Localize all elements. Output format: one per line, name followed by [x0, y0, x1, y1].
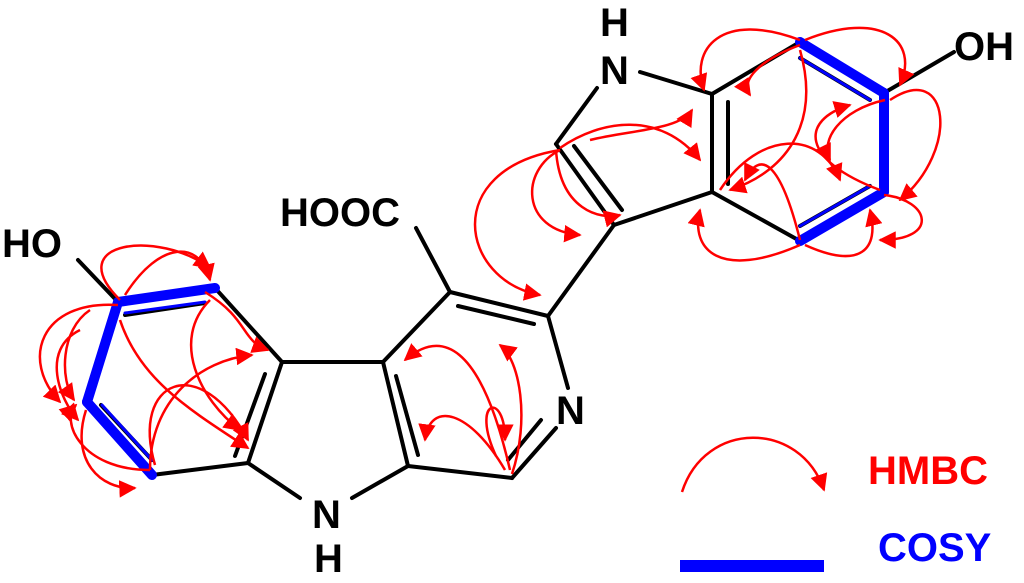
- hmbc-legend-label: HMBC: [868, 449, 988, 493]
- n-indole-label: N: [600, 49, 629, 93]
- ho-left-label: HO: [2, 222, 62, 266]
- h-bottom-label: H: [314, 537, 343, 581]
- hmbc-legend-arrow: [680, 436, 828, 493]
- cosy-legend-label: COSY: [878, 526, 992, 570]
- cosy-correlations: [82, 37, 889, 480]
- cooh-label: HOOC: [280, 191, 400, 235]
- h-indole-label: H: [600, 1, 629, 45]
- n-pyridine-label: N: [556, 389, 585, 433]
- central-ring-bonds: [246, 223, 616, 500]
- hmbc-correlations: [38, 26, 942, 498]
- oh-right-label: OH: [954, 25, 1014, 69]
- legend: HMBC COSY: [680, 436, 992, 572]
- n-bottom-label: N: [312, 493, 341, 537]
